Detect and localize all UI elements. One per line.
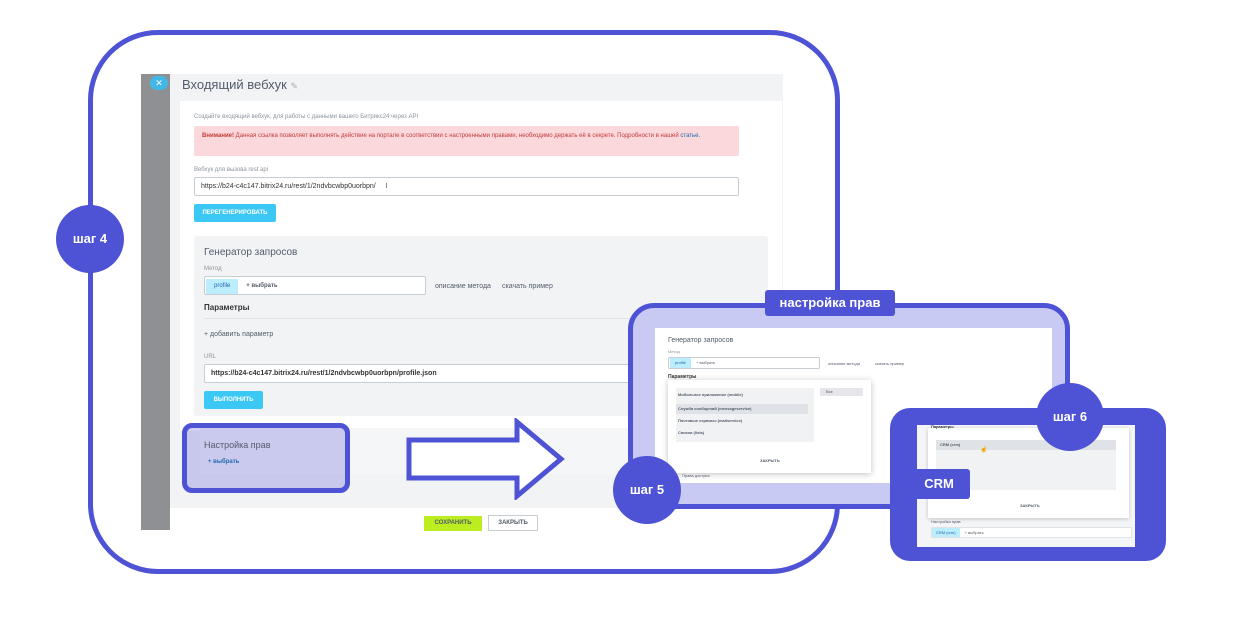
alert-title: Внимание! [202,133,234,139]
method-select-link[interactable]: + выбрать [246,283,278,289]
url-field-label: URL [204,354,217,360]
step5-params-title: Параметры [668,374,697,380]
warning-alert: Внимание! Данная ссылка позволяет выполн… [194,126,739,156]
scope-list-item[interactable]: Служба сообщений (messageservice) [678,406,752,411]
permissions-highlight [182,423,350,493]
step5-caption: настройка прав [765,290,895,316]
url-field[interactable]: https://b24-c4c147.bitrix24.ru/rest/1/2n… [204,364,634,383]
step5-badge: шаг 5 [613,456,681,524]
step5-download-link[interactable]: скачать пример [875,361,905,366]
scope-list-item[interactable]: Списки (lists) [678,430,705,435]
method-label: Метод [204,266,222,272]
close-icon[interactable]: ✕ [150,76,168,90]
step6-badge: шаг 6 [1036,383,1104,451]
step5-method-field[interactable]: profile + выбрать [668,357,820,369]
cursor-pointer-icon: ☝ [980,447,988,453]
divider [204,318,764,319]
close-button[interactable]: ЗАКРЫТЬ [488,515,538,531]
webhook-description: Создайте входящий вебхук, для работы с д… [194,114,419,120]
params-title: Параметры [204,303,250,312]
method-field[interactable]: profile + выбрать [204,276,426,295]
step5-generator-title: Генератор запросов [668,337,734,344]
scope-list-item-highlight [676,404,808,414]
save-button[interactable]: СОХРАНИТЬ [424,516,482,531]
step6-permissions-label: Настройка прав [931,519,961,524]
crm-scope-item[interactable]: CRM (crm) [936,440,1116,450]
step6-permissions-field[interactable]: CRM (crm) + выбрать [931,527,1132,538]
page-title-text: Входящий вебхук [182,77,287,92]
arrow-right-icon [405,416,565,505]
step6-params-title: Параметры [931,424,954,429]
step5-select-link[interactable]: + выбрать [696,360,716,365]
step5-method-description-link[interactable]: описание метода [828,361,860,366]
step4-badge: шаг 4 [56,205,124,273]
step5-method-label: Метод [668,349,680,354]
crm-tag: CRM (crm) [932,528,960,537]
permissions-title: Настройка прав [204,440,271,450]
step5-method-tag: profile [670,358,691,368]
step5-close-button[interactable]: ЗАКРЫТЬ [760,458,780,463]
url-field-value: https://b24-c4c147.bitrix24.ru/rest/1/2n… [211,370,437,377]
method-tag: profile [206,279,239,294]
scope-list-item[interactable]: Почтовые сервисы (mailservice) [678,418,743,423]
regenerate-button[interactable]: ПЕРЕГЕНЕРИРОВАТЬ [194,204,276,222]
download-example-link[interactable]: скачать пример [502,283,553,290]
text-cursor-icon: I [385,183,388,190]
webhook-url-value: https://b24-c4c147.bitrix24.ru/rest/1/2n… [201,183,376,190]
execute-button[interactable]: ВЫПОЛНИТЬ [204,391,263,409]
alert-text: Данная ссылка позволяет выполнять действ… [234,133,681,139]
method-description-link[interactable]: описание метода [435,283,491,290]
webhook-url-input[interactable]: https://b24-c4c147.bitrix24.ru/rest/1/2n… [194,177,739,196]
generator-title: Генератор запросов [204,247,298,258]
alert-article-link[interactable]: статье. [680,133,701,139]
scope-side-item[interactable]: Все [820,388,863,396]
scope-list [676,388,814,442]
page-title: Входящий вебхук ✎ [182,77,298,92]
step6-close-button[interactable]: ЗАКРЫТЬ [1020,503,1040,508]
add-param-link[interactable]: + добавить параметр [204,331,274,338]
permissions-select-link[interactable]: + выбрать [208,459,240,465]
step6-select-link[interactable]: + выбрать [964,530,984,535]
pencil-icon[interactable]: ✎ [290,81,298,91]
side-panel-overlay [141,74,170,530]
step6-caption: CRM [908,469,970,499]
step5-access-rights-label: Права доступа [682,473,710,478]
webhook-url-label: Вебхук для вызова rest api [194,167,269,173]
scope-list-item[interactable]: Мобильное приложение (mobile) [678,392,743,397]
